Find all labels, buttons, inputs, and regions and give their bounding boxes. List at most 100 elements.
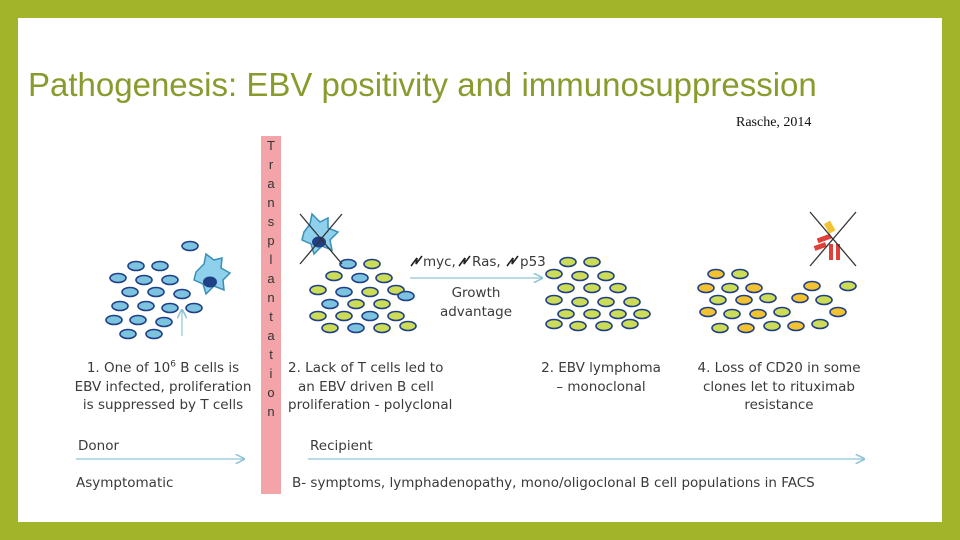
- b-cell: [398, 292, 414, 301]
- stage4-caption: 4. Loss of CD20 in some clones let to ri…: [682, 359, 876, 415]
- b-cell: [830, 308, 846, 317]
- growth-line1: Growth: [414, 284, 538, 303]
- b-cell: [174, 290, 190, 299]
- transplantation-letter: i: [270, 364, 273, 383]
- b-cell: [764, 322, 780, 331]
- b-cell: [750, 310, 766, 319]
- b-cell: [322, 324, 338, 333]
- b-cell: [148, 288, 164, 297]
- transplantation-letter: T: [267, 136, 275, 155]
- stage3-caption: 2. EBV lymphoma – monoclonal: [526, 359, 676, 396]
- b-cell: [610, 284, 626, 293]
- stage2-line2: an EBV driven B cell: [288, 378, 478, 397]
- transplantation-letter: l: [270, 250, 273, 269]
- stage4-line2: clones let to rituximab: [682, 378, 876, 397]
- b-cell: [700, 308, 716, 317]
- transplantation-letter: t: [269, 307, 273, 326]
- stage1-line3: is suppressed by T cells: [58, 396, 268, 415]
- b-cell: [336, 288, 352, 297]
- b-cell: [340, 260, 356, 269]
- b-cell: [122, 288, 138, 297]
- transplantation-letter: a: [267, 269, 274, 288]
- stage1-caption: 1. One of 106 B cells is EBV infected, p…: [58, 359, 268, 415]
- recipient-label: Recipient: [310, 438, 373, 454]
- b-cell: [570, 322, 586, 331]
- transplantation-letter: r: [269, 155, 273, 174]
- b-cell: [812, 320, 828, 329]
- stage3-cell-cluster: [546, 258, 650, 331]
- b-cell: [400, 322, 416, 331]
- stage4-line1: 4. Loss of CD20 in some: [682, 359, 876, 378]
- stage1-line2: EBV infected, proliferation: [58, 378, 268, 397]
- slide: Pathogenesis: EBV positivity and immunos…: [18, 18, 942, 522]
- b-cell: [362, 312, 378, 321]
- b-cell: [598, 298, 614, 307]
- b-cell: [364, 260, 380, 269]
- asymptomatic-label: Asymptomatic: [76, 475, 173, 491]
- b-cell: [712, 324, 728, 333]
- b-cell: [138, 302, 154, 311]
- b-cell: [788, 322, 804, 331]
- transplantation-letter: o: [267, 383, 274, 402]
- b-cell: [120, 330, 136, 339]
- b-cell: [374, 300, 390, 309]
- myc-label: myc,: [423, 254, 456, 270]
- b-cell: [840, 282, 856, 291]
- b-cell: [388, 312, 404, 321]
- ras-label: Ras,: [472, 254, 501, 270]
- b-cell: [736, 296, 752, 305]
- b-cell: [572, 272, 588, 281]
- b-cell: [186, 304, 202, 313]
- b-cell: [128, 262, 144, 271]
- donor-label: Donor: [78, 438, 119, 454]
- b-cell: [112, 302, 128, 311]
- b-cell: [816, 296, 832, 305]
- b-cell: [708, 270, 724, 279]
- stage2-caption: 2. Lack of T cells led to an EBV driven …: [288, 359, 478, 415]
- b-cell: [622, 320, 638, 329]
- b-cell: [724, 310, 740, 319]
- b-cell: [746, 284, 762, 293]
- b-cell: [110, 274, 126, 283]
- stage2-line1: 2. Lack of T cells led to: [288, 359, 478, 378]
- b-cell: [310, 286, 326, 295]
- crossed-antibody-icon: [810, 212, 856, 266]
- b-cell: [152, 262, 168, 271]
- b-cell: [162, 304, 178, 313]
- b-cell: [722, 284, 738, 293]
- b-cell: [584, 284, 600, 293]
- b-cell: [572, 298, 588, 307]
- b-cell: [106, 316, 122, 325]
- b-cell: [560, 258, 576, 267]
- b-cell: [310, 312, 326, 321]
- b-cell: [698, 284, 714, 293]
- b-cell: [130, 316, 146, 325]
- b-cell: [598, 272, 614, 281]
- transplantation-letter: a: [267, 326, 274, 345]
- b-cell: [584, 310, 600, 319]
- transplantation-letter: s: [268, 212, 275, 231]
- transplantation-letter: t: [269, 345, 273, 364]
- b-cell: [760, 294, 776, 303]
- stage1-cell-cluster: [106, 242, 202, 339]
- b-cell: [774, 308, 790, 317]
- stage2-line3: proliferation - polyclonal: [288, 396, 478, 415]
- b-cell: [352, 274, 368, 283]
- b-cell: [162, 276, 178, 285]
- b-cell: [558, 284, 574, 293]
- transplantation-letter: a: [267, 174, 274, 193]
- b-cell: [634, 310, 650, 319]
- b-cell: [610, 310, 626, 319]
- b-cell: [348, 324, 364, 333]
- growth-advantage-label: Growth advantage: [414, 284, 538, 321]
- b-cell: [584, 258, 600, 267]
- stage2-cell-cluster: [310, 260, 416, 333]
- t-cell-icon: [194, 254, 230, 294]
- b-cell: [136, 276, 152, 285]
- diagram-graphics: [18, 18, 942, 522]
- b-cell: [596, 322, 612, 331]
- p53-label: p53: [520, 254, 546, 270]
- b-cell: [182, 242, 198, 251]
- b-cell: [326, 272, 342, 281]
